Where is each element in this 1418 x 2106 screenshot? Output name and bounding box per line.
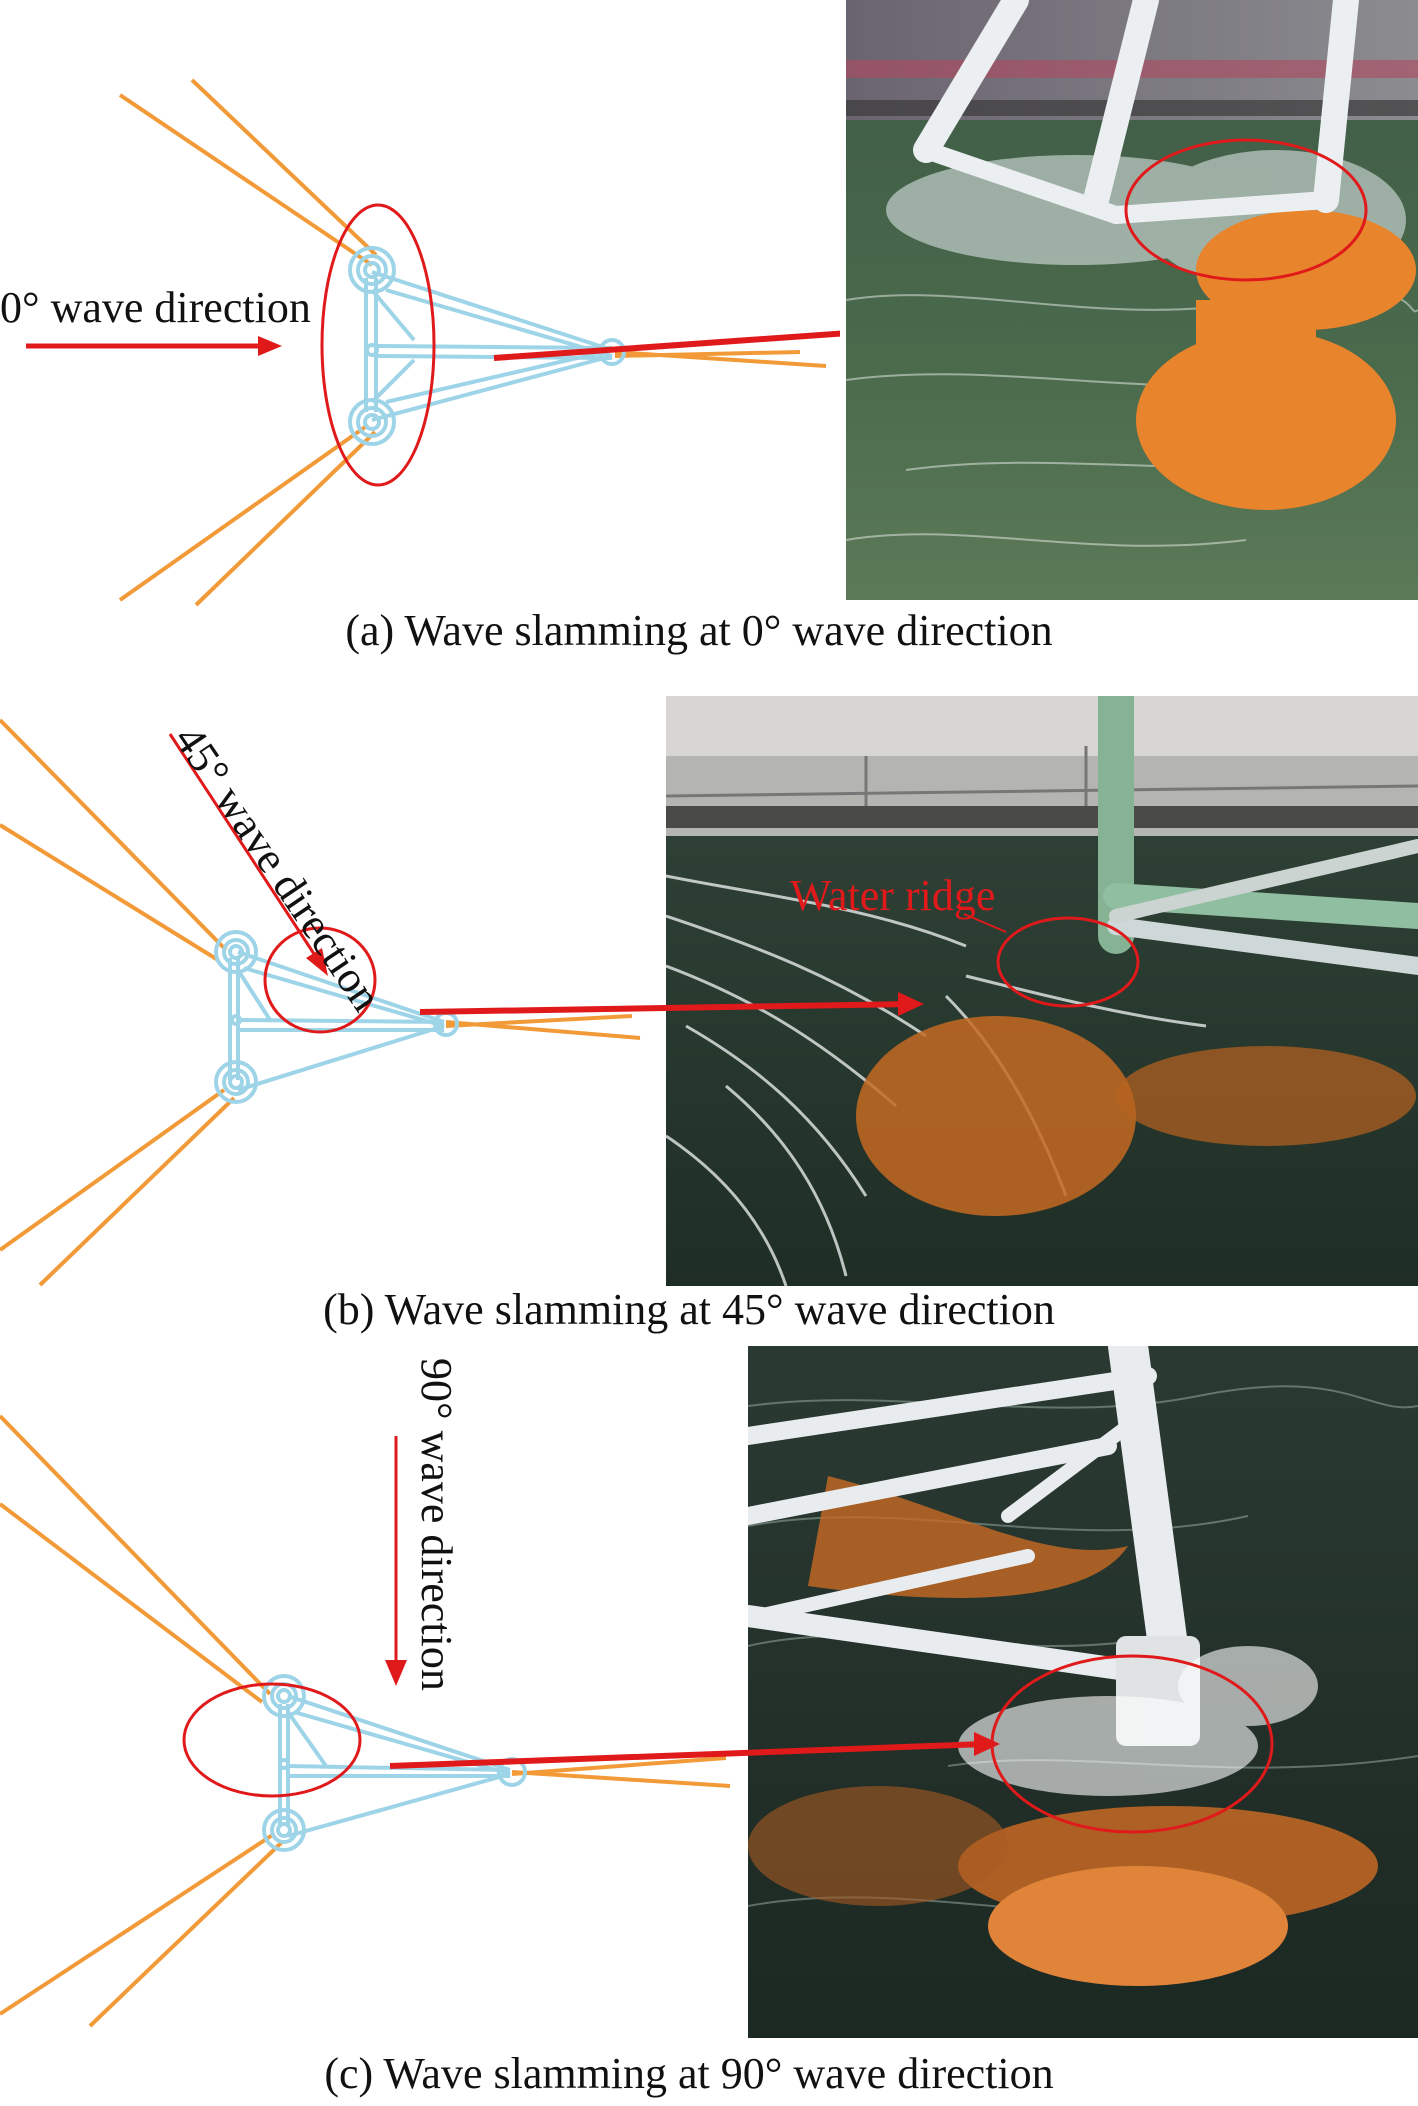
slamming-zone-ellipse-icon (996, 916, 1140, 1008)
triangle-frame (214, 930, 459, 1104)
photo-b (666, 696, 1418, 1286)
direction-label-a: 0° wave direction (0, 283, 311, 332)
pointer-arrow-icon (389, 1732, 1000, 1769)
mooring-lines (118, 78, 827, 607)
slamming-zone-ellipse-icon (182, 1682, 362, 1798)
photo-a (846, 0, 1418, 600)
slamming-zone-ellipse-icon (1124, 138, 1368, 282)
caption-b: (b) Wave slamming at 45° wave direction (323, 1285, 1055, 1334)
caption-c: (c) Wave slamming at 90° wave direction (324, 2049, 1054, 2098)
photo-c (748, 1346, 1418, 2038)
schematic-b (0, 680, 680, 1290)
wave-direction-arrow-icon (385, 1436, 407, 1686)
panel-b: 45° wave direction (0, 680, 1418, 1340)
schematic-a (0, 0, 840, 620)
water-ridge-annotation: Water ridge (790, 871, 996, 920)
panel-c: 90° wave direction (0, 1346, 1418, 2106)
pointer-arrow-icon (493, 330, 840, 361)
mooring-lines (0, 718, 641, 1287)
mooring-lines (0, 1414, 731, 2028)
slamming-zone-ellipse-icon (263, 926, 377, 1034)
pointer-arrow-icon (419, 992, 924, 1016)
panel-a: 0° wave direction (0, 0, 1418, 655)
wave-direction-arrow-icon (26, 336, 282, 356)
caption-a: (a) Wave slamming at 0° wave direction (345, 606, 1053, 655)
triangle-frame (348, 246, 626, 446)
slamming-zone-ellipse-icon (320, 203, 436, 487)
direction-label-c: 90° wave direction (412, 1358, 461, 1691)
wave-direction-arrow-icon (168, 733, 328, 976)
